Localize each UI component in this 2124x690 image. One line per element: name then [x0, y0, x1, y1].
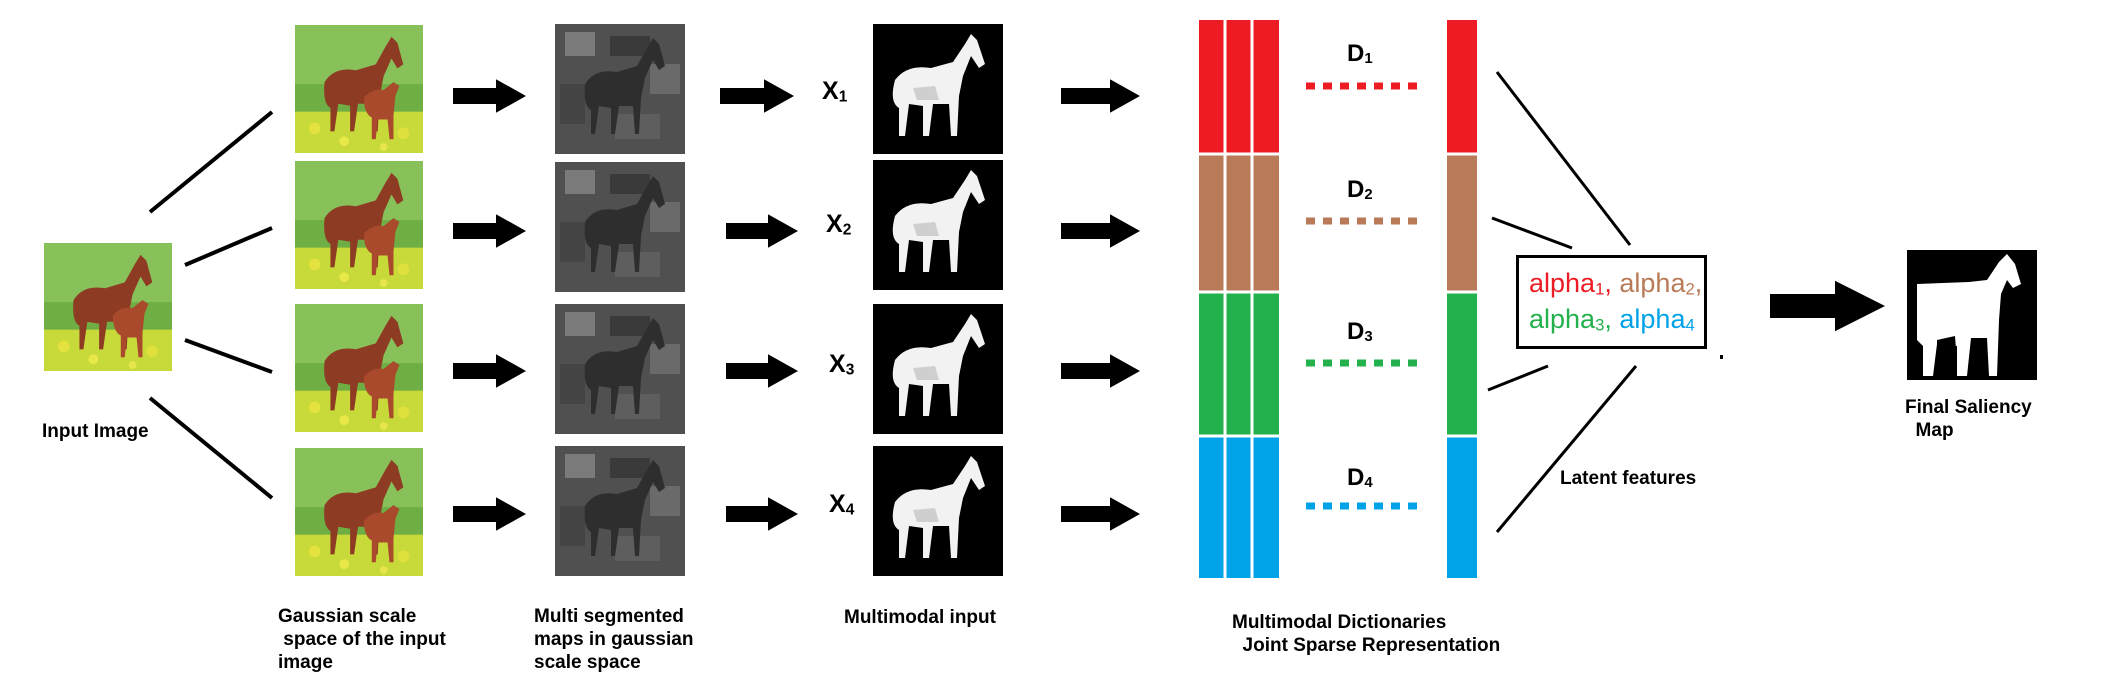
- sparse-column: [1447, 20, 1477, 578]
- dictionary-label: D1: [1347, 40, 1373, 68]
- arrow: [726, 354, 798, 388]
- alpha-term: alpha1,: [1529, 268, 1620, 299]
- x-label: X4: [829, 490, 855, 519]
- label-final-saliency-map: Final Saliency Map: [1905, 397, 2032, 441]
- multimodal-input-image: [873, 446, 1003, 576]
- arrow: [726, 214, 798, 248]
- dictionary-label: D3: [1347, 318, 1373, 346]
- dictionary-column-green: [1199, 292, 1279, 436]
- arrow: [453, 497, 526, 531]
- arrow: [1770, 280, 1885, 332]
- arrow: [726, 497, 798, 531]
- alpha-term: alpha3,: [1529, 304, 1620, 335]
- x-label: X3: [829, 350, 855, 379]
- segmented-map: [555, 24, 685, 154]
- label-latent-features: Latent features: [1560, 468, 1697, 489]
- multimodal-input-image: [873, 160, 1003, 290]
- segmented-map: [555, 162, 685, 292]
- connector-line: [148, 396, 274, 500]
- dictionary-column-brown: [1199, 154, 1279, 292]
- scale-image: [295, 448, 423, 576]
- connector-line: [1495, 71, 1632, 246]
- multimodal-input-image: [873, 304, 1003, 434]
- dictionary-block: [1199, 20, 1279, 578]
- alpha-term: alpha2,: [1619, 268, 1703, 299]
- connector-line: [184, 226, 273, 267]
- label-multimodal-input: Multimodal input: [844, 607, 996, 628]
- x-label: X2: [826, 210, 852, 239]
- dictionary-column-red: [1199, 20, 1279, 154]
- connector-line: [1491, 216, 1573, 250]
- arrow: [1061, 79, 1140, 113]
- segmented-map: [555, 304, 685, 434]
- scale-image: [295, 304, 423, 432]
- arrows: [453, 79, 1885, 531]
- arrow: [1061, 214, 1140, 248]
- final-saliency-map: [1907, 250, 2037, 380]
- multimodal-input-image: [873, 24, 1003, 154]
- scale-image: [295, 25, 423, 153]
- dictionary-label: D4: [1347, 464, 1373, 492]
- arrow: [1061, 354, 1140, 388]
- segmented-map: [555, 446, 685, 576]
- arrow: [453, 79, 526, 113]
- dictionary-label: D2: [1347, 176, 1373, 204]
- connector-line: [1487, 364, 1549, 392]
- arrow: [720, 79, 794, 113]
- arrow: [453, 214, 526, 248]
- label-gaussian-scale-space: Gaussian scale space of the input image: [278, 606, 446, 673]
- label-dictionaries: Multimodal Dictionaries Joint Sparse Rep…: [1232, 612, 1501, 656]
- input-image: [44, 243, 172, 371]
- x-label: X1: [822, 77, 848, 106]
- alpha-term: alpha4: [1619, 304, 1695, 335]
- connector-line: [148, 110, 274, 214]
- latent-features-box: alpha1, alpha2, alpha3, alpha4: [1516, 255, 1707, 349]
- connector-line: [1495, 365, 1638, 533]
- arrow: [1061, 497, 1140, 531]
- label-input-image: Input Image: [42, 421, 149, 442]
- arrow: [453, 354, 526, 388]
- dictionary-column-blue: [1199, 436, 1279, 578]
- connector-line: [184, 338, 273, 374]
- label-multi-segmented: Multi segmented maps in gaussian scale s…: [534, 606, 694, 673]
- scale-image: [295, 161, 423, 289]
